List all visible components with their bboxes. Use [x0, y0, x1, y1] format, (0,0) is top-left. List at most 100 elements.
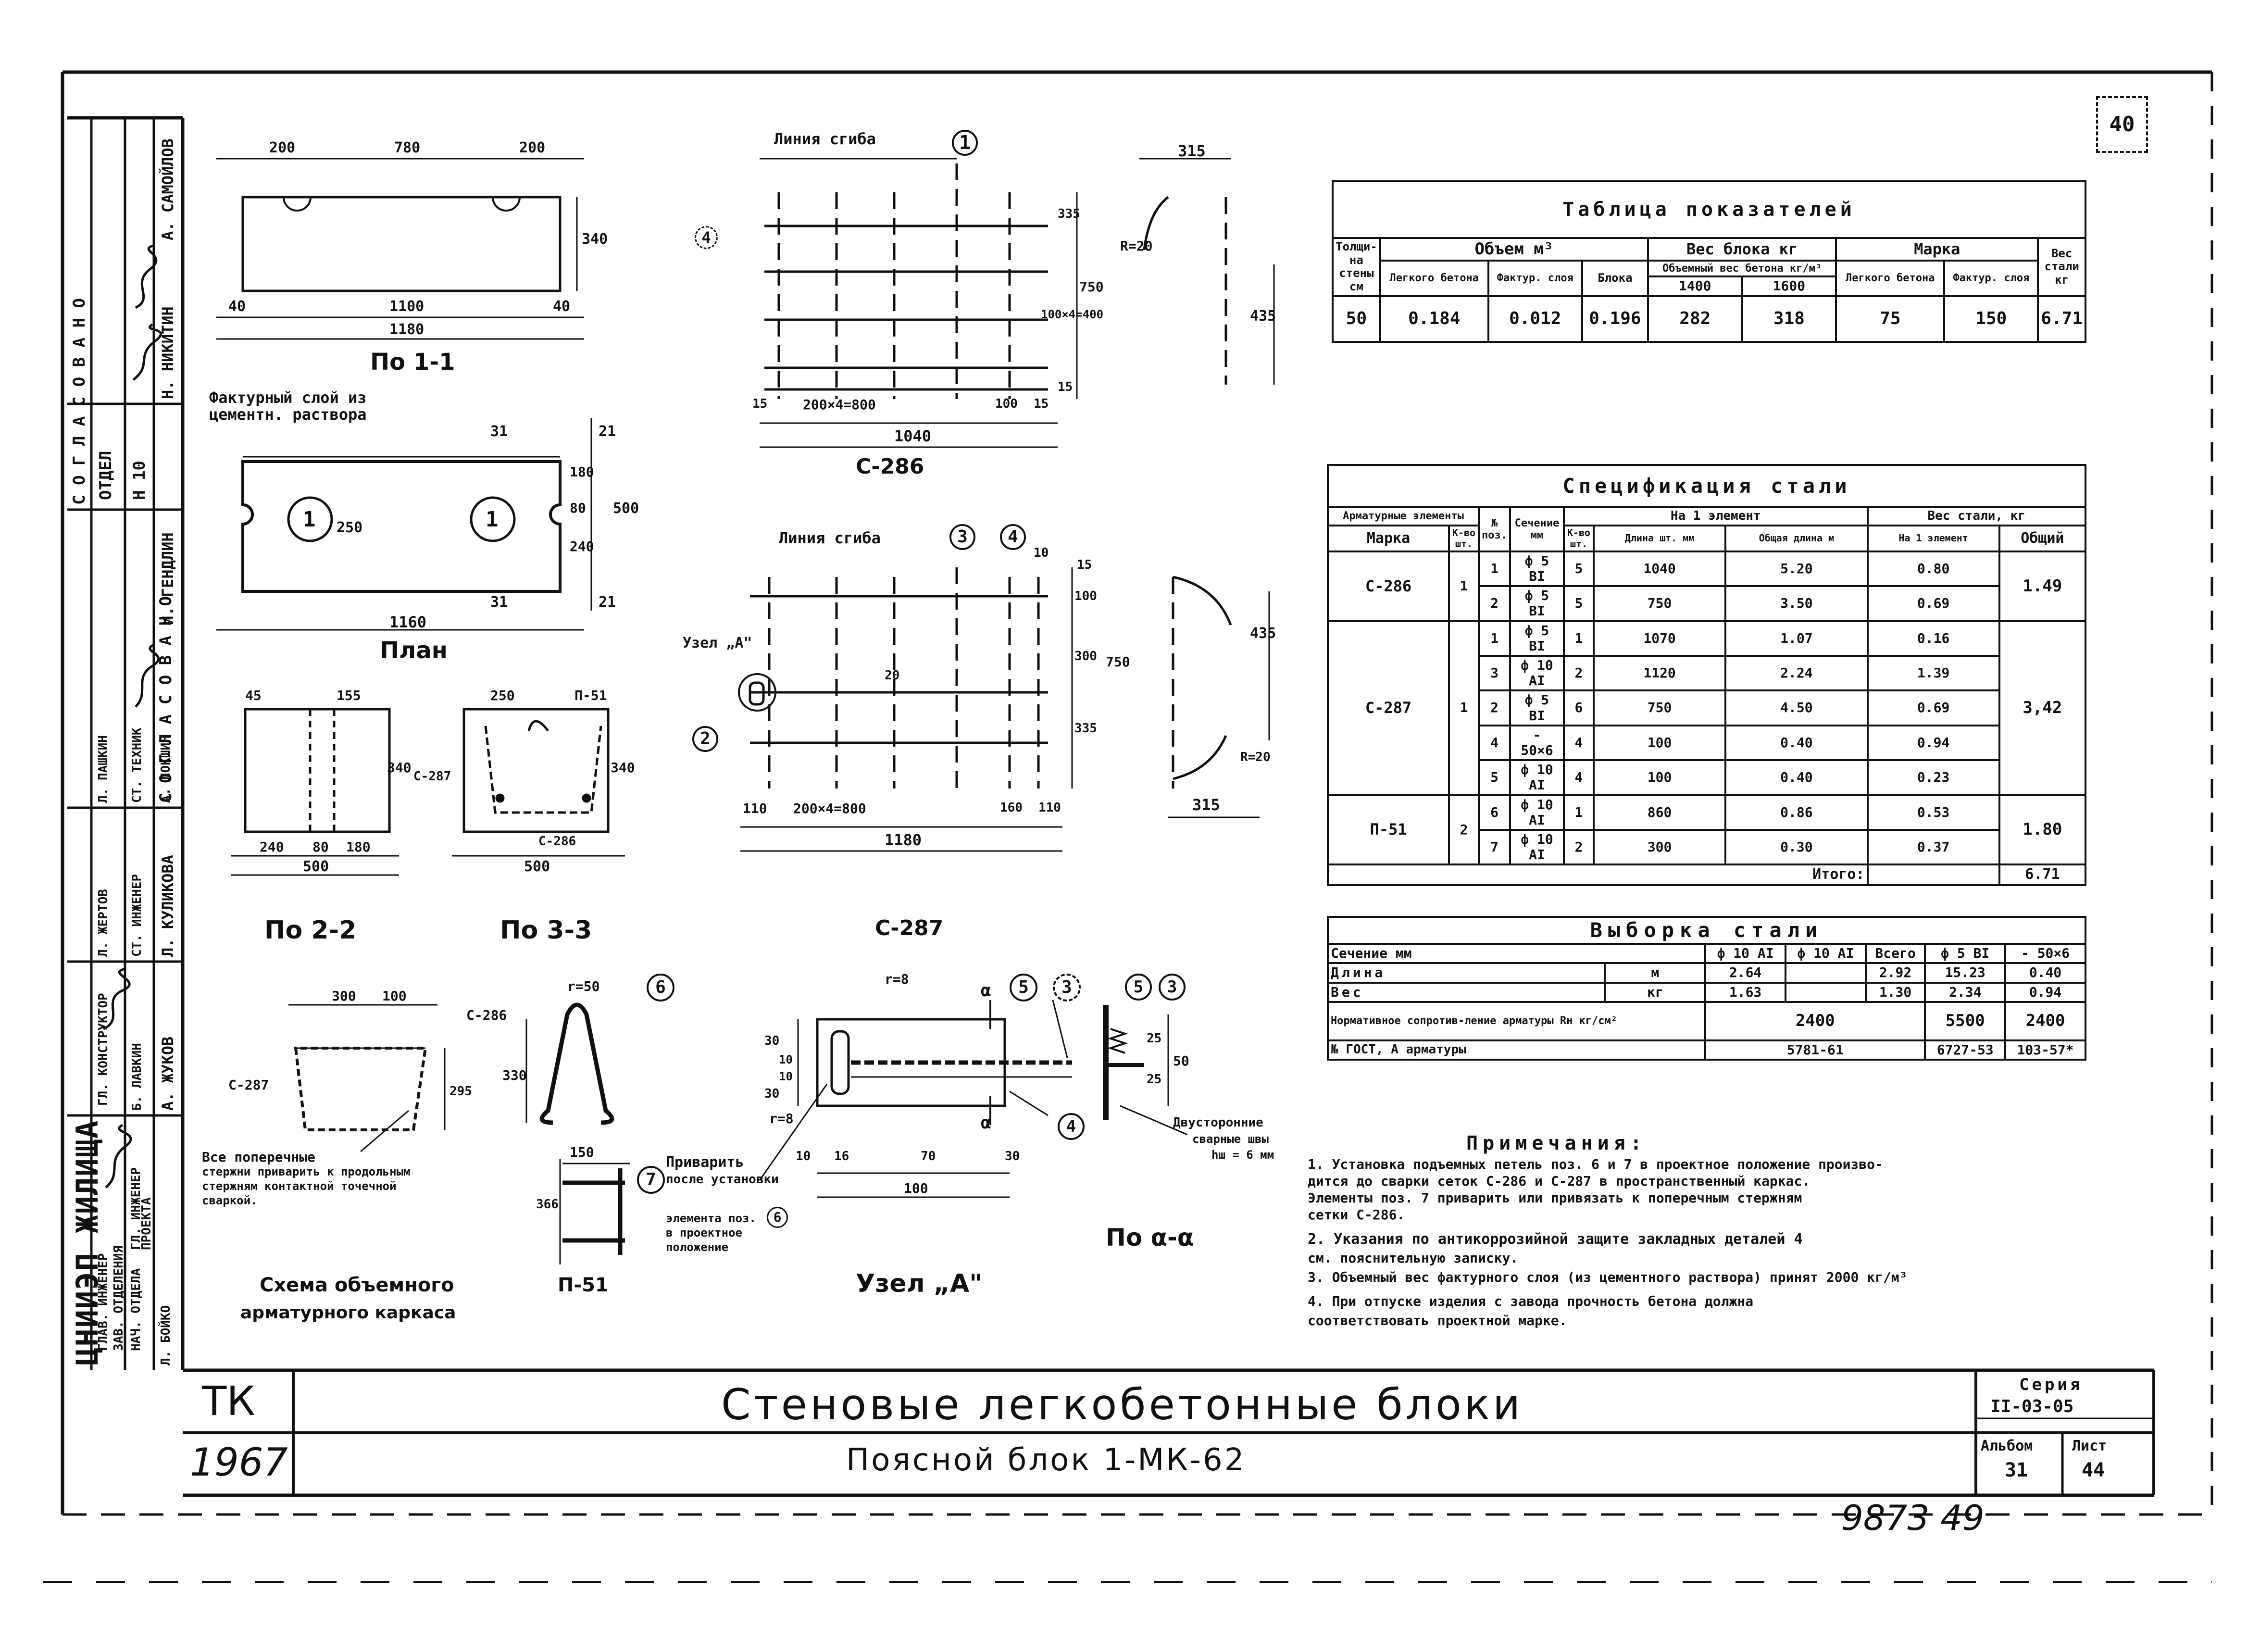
- spec-cell: ф 5 BI: [1509, 550, 1565, 588]
- spec-cell: ф 10 AI: [1509, 828, 1565, 866]
- spec-cell: 4: [1562, 724, 1595, 762]
- sel-norm-1: 2400: [1704, 1001, 1926, 1041]
- sel-h-5: - 50×6: [2004, 943, 2086, 964]
- spec-s-tlen: Общая длина м: [1724, 524, 1869, 552]
- strip-role-2: ЗАВ. ОТДЕЛЕНИЯ: [112, 1245, 126, 1351]
- plan-d31-bottom: 31: [490, 594, 508, 611]
- scheme-note-4: сваркой.: [202, 1194, 258, 1207]
- spec-cell: 3.50: [1724, 585, 1869, 622]
- selection-table: Выборка стали Сечение мм ф 10 AI ф 10 AI…: [1326, 915, 2086, 1061]
- sel-r0-0: Длина: [1326, 962, 1606, 984]
- ind-density-1: 1400: [1647, 275, 1743, 297]
- loop-d330: 330: [502, 1067, 527, 1083]
- spec-s-mark: Марка: [1327, 524, 1450, 552]
- sel-r0-5: 15.23: [1924, 962, 2007, 984]
- spec-cell: 0.69: [1866, 689, 2000, 726]
- c286-vert-2: 100×4=400: [1041, 308, 1104, 321]
- ind-s-mark-layer: Фактур. слоя: [1943, 260, 2039, 297]
- spec-cell: 750: [1592, 585, 1727, 622]
- c287-d315: 315: [1192, 796, 1220, 814]
- p51-caption: П-51: [558, 1274, 609, 1296]
- aa-weld-1: Двусторонние: [1173, 1115, 1263, 1130]
- weld-note-4: в проектное: [666, 1226, 742, 1239]
- c287-r20: R=20: [1240, 750, 1271, 764]
- note-line-6: см. пояснительную записку.: [1308, 1250, 1519, 1266]
- ind-v-3: 0.196: [1581, 295, 1649, 343]
- node-dimv-2: 10: [779, 1053, 793, 1066]
- v33-overall: 500: [524, 858, 550, 875]
- strip-role-7: Л. ЖЕРТОВ: [96, 889, 111, 957]
- plan-d21-top: 21: [599, 423, 616, 440]
- sel-r0-3: [1784, 962, 1867, 984]
- weld-note-5: положение: [666, 1240, 729, 1254]
- c287-vert-1: 15: [1077, 558, 1092, 572]
- sel-h-0: Сечение мм: [1326, 943, 1707, 964]
- v11-dim-right: 200: [519, 139, 546, 156]
- sel-r0-1: м: [1604, 962, 1707, 984]
- spec-cell: 1070: [1592, 620, 1727, 657]
- spec-cell: 1: [1478, 620, 1511, 657]
- v22-overall: 500: [303, 858, 329, 875]
- sel-r1-5: 2.34: [1924, 981, 2007, 1003]
- weld-note-1: Приварить: [666, 1154, 744, 1171]
- ind-v-1: 0.184: [1379, 295, 1489, 343]
- node-cut-top: α: [981, 981, 991, 1001]
- ind-v-2: 0.012: [1487, 295, 1583, 343]
- spec-cell: 1: [1562, 794, 1595, 831]
- v22-d80: 80: [312, 839, 329, 855]
- sel-r1-6: 0.94: [2004, 981, 2086, 1003]
- v22-d45: 45: [245, 688, 262, 703]
- spec-cell: 0.53: [1866, 794, 2000, 831]
- aa-weld-2: сварные швы: [1192, 1132, 1269, 1146]
- c287-dim-3: 160: [1000, 801, 1023, 815]
- sel-r1-1: кг: [1604, 981, 1707, 1003]
- ind-h-mark: Марка: [1835, 237, 2039, 262]
- spec-cell: 6: [1478, 794, 1511, 831]
- spec-cell: 300: [1592, 828, 1727, 866]
- v11-height: 340: [582, 231, 608, 248]
- plan-marker-1: 1: [303, 507, 316, 532]
- spec-cell: ф 5 BI: [1509, 620, 1565, 657]
- strip-name-1: А. САМОЙЛОВ: [159, 138, 177, 240]
- sheet-number-stamp: 40: [2096, 96, 2148, 153]
- indicators-title: Таблица показателей: [1332, 180, 2086, 239]
- notes-title: Примечания:: [1466, 1132, 1647, 1154]
- spec-total-value: 6.71: [1998, 864, 2087, 886]
- spec-qty: 1: [1448, 550, 1480, 622]
- spec-total-label: Итого:: [1327, 864, 1869, 886]
- sel-norm-label: Нормативное сопротив-ление арматуры Rн к…: [1326, 1001, 1707, 1041]
- ind-v-7: 150: [1943, 295, 2039, 343]
- c287-vert-2: 100: [1074, 589, 1097, 603]
- node-caption: Узел „А": [856, 1269, 983, 1298]
- spec-cell: 2: [1478, 689, 1511, 726]
- node-dim-1: 10: [796, 1149, 811, 1164]
- strip-role-8: СТ. ИНЖЕНЕР: [130, 874, 144, 957]
- c286-bend-line: Линия сгиба: [774, 130, 876, 148]
- plan-overall: 1160: [389, 613, 427, 631]
- sel-r1-2: 1.63: [1704, 981, 1786, 1003]
- aa-weld-3: hш = 6 мм: [1211, 1148, 1274, 1162]
- spec-cell: 0.30: [1724, 828, 1869, 866]
- c287-vert-3: 300: [1074, 649, 1097, 663]
- tb-album: 31: [2005, 1459, 2028, 1481]
- node-dimv-4: 30: [764, 1087, 780, 1101]
- strip-role-9: Б. ЛАВКИН: [130, 1043, 144, 1111]
- v11-dim-b3: 40: [553, 298, 571, 315]
- c286-overall: 1040: [894, 427, 932, 445]
- spec-table: Спецификация стали Арматурные элементы №…: [1327, 464, 2087, 886]
- v22-d340: 340: [387, 760, 412, 776]
- c287-dim-1: 110: [743, 801, 767, 816]
- v22-d180: 180: [346, 839, 371, 855]
- note-line-9: соответствовать проектной марке.: [1308, 1313, 1567, 1328]
- spec-cell: 1.39: [1866, 655, 2000, 692]
- spec-cell: ф 10 AI: [1509, 759, 1565, 796]
- spec-mark: П-51: [1327, 794, 1450, 866]
- ind-density-2: 1600: [1741, 275, 1837, 297]
- sel-r1-4: 1.30: [1864, 981, 1926, 1003]
- sel-h-2: ф 10 AI: [1784, 943, 1867, 964]
- weld-note-2: после установки: [666, 1172, 779, 1187]
- strip-dept-code: Н 10: [130, 461, 149, 500]
- note-line-7: 3. Объемный вес фактурного слоя (из цеме…: [1308, 1269, 1908, 1285]
